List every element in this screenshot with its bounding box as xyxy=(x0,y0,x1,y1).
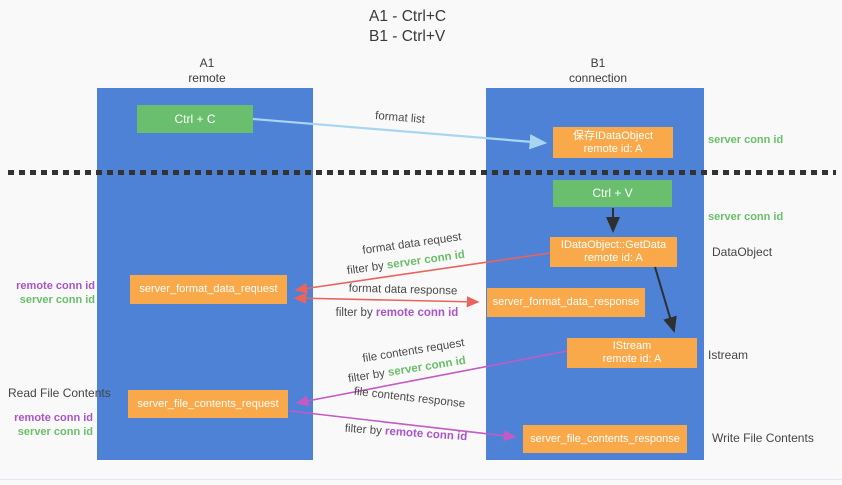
write-file-contents-label: Write File Contents xyxy=(712,431,814,446)
server-file-contents-response-node: server_file_contents_response xyxy=(523,425,687,453)
read-file-contents-label: Read File Contents xyxy=(8,386,111,401)
write-file-contents-text: Write File Contents xyxy=(712,431,814,445)
column-b-subtitle: connection xyxy=(568,71,628,85)
format-list-text: format list xyxy=(374,110,426,126)
copy-paste-separator-dotted-line xyxy=(8,170,836,175)
left-format-server-conn-id-label: server conn id xyxy=(0,293,95,307)
dataobject-text: DataObject xyxy=(712,245,773,259)
right-copy-server-conn-id-label: server conn id xyxy=(708,133,783,147)
file-contents-response-text: file contents response xyxy=(353,385,466,411)
title-line-1: A1 - Ctrl+C xyxy=(369,8,447,25)
column-a-subtitle: remote xyxy=(188,71,226,85)
istream-node: IStream remote id: A xyxy=(567,338,697,368)
format-data-response-arrow xyxy=(293,292,480,308)
save-idataobject-node: 保存IDataObject remote id: A xyxy=(553,127,673,158)
server-file-contents-request-node: server_file_contents_request xyxy=(128,390,288,418)
read-file-contents-text: Read File Contents xyxy=(8,386,111,400)
bottom-divider xyxy=(0,479,842,480)
filter-by-text: filter by xyxy=(335,307,376,319)
server-format-data-response-node: server_format_data_response xyxy=(487,288,645,317)
diagram-title: A1 - Ctrl+C B1 - Ctrl+V xyxy=(369,7,446,47)
dataobject-label: DataObject xyxy=(712,245,772,260)
server-format-data-response-label: server_format_data_response xyxy=(492,296,640,308)
server-conn-id-text: server conn id xyxy=(708,211,784,223)
column-a-name: A1 xyxy=(199,56,215,70)
column-a-header: A1 remote xyxy=(147,56,267,86)
column-b-header: B1 connection xyxy=(536,56,660,86)
ctrl-c-label: Ctrl + C xyxy=(174,111,216,126)
istream-text: Istream xyxy=(708,348,749,362)
remote-conn-id-text: remote conn id xyxy=(384,425,468,444)
format-response-filter-label: filter by remote conn id xyxy=(322,306,472,320)
server-file-contents-request-label: server_file_contents_request xyxy=(137,397,279,410)
idataobject-getdata-node: IDataObject::GetData remote id: A xyxy=(550,237,677,267)
column-b-name: B1 xyxy=(590,56,606,70)
left-file-remote-conn-id-label: remote conn id xyxy=(0,411,93,425)
istream-line1: IStream xyxy=(612,340,652,352)
server-conn-id-text: server conn id xyxy=(19,294,95,306)
right-paste-server-conn-id-label: server conn id xyxy=(708,210,783,224)
remote-conn-id-text: remote conn id xyxy=(375,307,459,319)
server-format-data-request-node: server_format_data_request xyxy=(130,275,287,304)
ctrl-v-label: Ctrl + V xyxy=(592,186,633,200)
format-list-label: format list xyxy=(340,106,461,129)
save-idataobject-line2: remote id: A xyxy=(583,142,643,155)
left-file-server-conn-id-label: server conn id xyxy=(0,425,93,439)
format-data-response-label: format data response xyxy=(333,281,473,299)
title-line-2: B1 - Ctrl+V xyxy=(369,28,446,45)
getdata-line1: IDataObject::GetData xyxy=(560,239,667,251)
save-idataobject-line1: 保存IDataObject xyxy=(572,129,654,142)
left-format-remote-conn-id-label: remote conn id xyxy=(0,279,95,293)
server-format-data-request-label: server_format_data_request xyxy=(139,283,278,295)
istream-line2: remote id: A xyxy=(602,353,662,365)
server-file-contents-response-label: server_file_contents_response xyxy=(530,432,680,445)
server-conn-id-text: server conn id xyxy=(17,426,93,438)
format-data-response-text: format data response xyxy=(348,282,458,298)
filter-by-text: filter by xyxy=(346,259,388,278)
getdata-line2: remote id: A xyxy=(584,252,643,264)
ctrl-v-node: Ctrl + V xyxy=(553,180,672,207)
remote-conn-id-text: remote conn id xyxy=(14,412,93,424)
file-contents-response-label: file contents response xyxy=(337,383,483,413)
filter-by-text: filter by xyxy=(347,367,389,386)
filter-by-text: filter by xyxy=(344,422,386,438)
ctrl-c-node: Ctrl + C xyxy=(137,105,253,133)
remote-conn-id-text: remote conn id xyxy=(16,280,95,292)
file-response-filter-label: filter by remote conn id xyxy=(331,421,482,445)
server-conn-id-text: server conn id xyxy=(708,134,784,146)
istream-side-label: Istream xyxy=(708,348,748,363)
